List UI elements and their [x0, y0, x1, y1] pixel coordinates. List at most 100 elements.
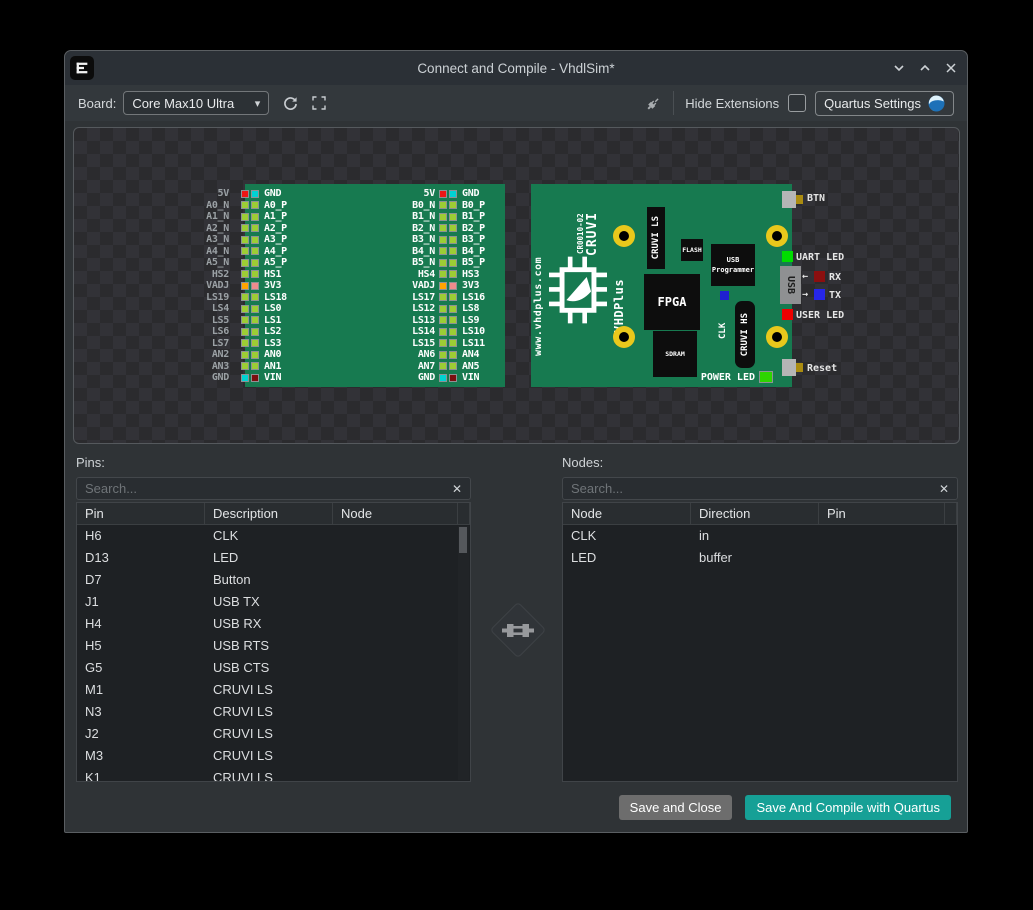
column-header-description[interactable]: Description: [205, 503, 333, 524]
pin-square[interactable]: [251, 212, 259, 221]
pin-square[interactable]: [439, 339, 447, 348]
pins-search-input[interactable]: [85, 481, 446, 496]
pin-square[interactable]: [241, 362, 249, 371]
pin-square[interactable]: [449, 258, 457, 267]
column-header-node[interactable]: Node: [333, 503, 458, 524]
pin-square[interactable]: [449, 189, 457, 198]
btn-pushbutton[interactable]: [782, 191, 796, 208]
fit-view-button[interactable]: [308, 92, 330, 114]
pin-square[interactable]: [439, 281, 447, 290]
pins-scrollbar-track[interactable]: [458, 526, 469, 780]
pin-square[interactable]: [241, 350, 249, 359]
clk-pin-square[interactable]: [720, 291, 729, 300]
pin-square[interactable]: [251, 235, 259, 244]
pin-square[interactable]: [439, 258, 447, 267]
pin-square[interactable]: [241, 304, 249, 313]
pin-square[interactable]: [439, 247, 447, 256]
pin-square[interactable]: [449, 339, 457, 348]
pin-square[interactable]: [439, 224, 447, 233]
pin-square[interactable]: [439, 201, 447, 210]
save-and-close-button[interactable]: Save and Close: [618, 795, 733, 820]
pin-square[interactable]: [449, 212, 457, 221]
refresh-boards-button[interactable]: [279, 92, 301, 114]
pin-square[interactable]: [439, 270, 447, 279]
clear-search-icon[interactable]: ✕: [938, 481, 949, 496]
pin-square[interactable]: [449, 304, 457, 313]
column-header-pin[interactable]: Pin: [819, 503, 945, 524]
pin-square[interactable]: [241, 270, 249, 279]
pin-square[interactable]: [251, 304, 259, 313]
auto-connect-button[interactable]: [642, 92, 664, 114]
hide-extensions-checkbox[interactable]: [788, 94, 807, 112]
pin-square[interactable]: [241, 189, 249, 198]
pin-square[interactable]: [241, 316, 249, 325]
column-header-direction[interactable]: Direction: [691, 503, 819, 524]
clear-search-icon[interactable]: ✕: [451, 481, 462, 496]
rx-pin[interactable]: [814, 271, 825, 282]
pin-square[interactable]: [241, 373, 249, 382]
pin-square[interactable]: [241, 258, 249, 267]
pin-square[interactable]: [449, 247, 457, 256]
pin-square[interactable]: [449, 373, 457, 382]
pin-square[interactable]: [251, 270, 259, 279]
pin-square[interactable]: [241, 339, 249, 348]
pin-square[interactable]: [439, 327, 447, 336]
pin-square[interactable]: [449, 327, 457, 336]
pin-square[interactable]: [449, 362, 457, 371]
save-and-compile-button[interactable]: Save And Compile with Quartus: [745, 795, 951, 820]
pin-square[interactable]: [251, 362, 259, 371]
titlebar[interactable]: Connect and Compile - VhdlSim*: [65, 51, 967, 85]
pin-square[interactable]: [251, 224, 259, 233]
maximize-window-button[interactable]: [917, 60, 933, 76]
pin-square[interactable]: [449, 316, 457, 325]
pin-square[interactable]: [449, 201, 457, 210]
quartus-settings-button[interactable]: Quartus Settings: [815, 90, 954, 116]
pin-square[interactable]: [241, 201, 249, 210]
pin-square[interactable]: [439, 235, 447, 244]
pin-square[interactable]: [439, 189, 447, 198]
pin-square[interactable]: [241, 212, 249, 221]
pin-square[interactable]: [251, 189, 259, 198]
pin-square[interactable]: [449, 293, 457, 302]
pin-square[interactable]: [251, 373, 259, 382]
connect-pin-node-button[interactable]: [489, 601, 547, 659]
pin-square[interactable]: [449, 224, 457, 233]
close-window-button[interactable]: [943, 60, 959, 76]
board-select[interactable]: Core Max10 Ultra ▾: [123, 91, 270, 115]
pin-square[interactable]: [439, 304, 447, 313]
pin-square[interactable]: [251, 316, 259, 325]
tx-pin[interactable]: [814, 289, 825, 300]
pin-square[interactable]: [439, 316, 447, 325]
pin-square[interactable]: [449, 235, 457, 244]
pin-square[interactable]: [251, 339, 259, 348]
pin-square[interactable]: [439, 373, 447, 382]
column-header-pin[interactable]: Pin: [77, 503, 205, 524]
pin-square[interactable]: [251, 201, 259, 210]
pin-square[interactable]: [439, 212, 447, 221]
pin-square[interactable]: [241, 293, 249, 302]
pin-square[interactable]: [251, 327, 259, 336]
pin-square[interactable]: [241, 235, 249, 244]
nodes-search-input[interactable]: [571, 481, 933, 496]
shade-window-button[interactable]: [891, 60, 907, 76]
pin-square[interactable]: [241, 224, 249, 233]
pin-square[interactable]: [241, 247, 249, 256]
column-header-node[interactable]: Node: [563, 503, 691, 524]
pin-square[interactable]: [251, 247, 259, 256]
pins-scrollbar-thumb[interactable]: [459, 527, 467, 553]
pin-square[interactable]: [449, 270, 457, 279]
pin-square[interactable]: [251, 350, 259, 359]
